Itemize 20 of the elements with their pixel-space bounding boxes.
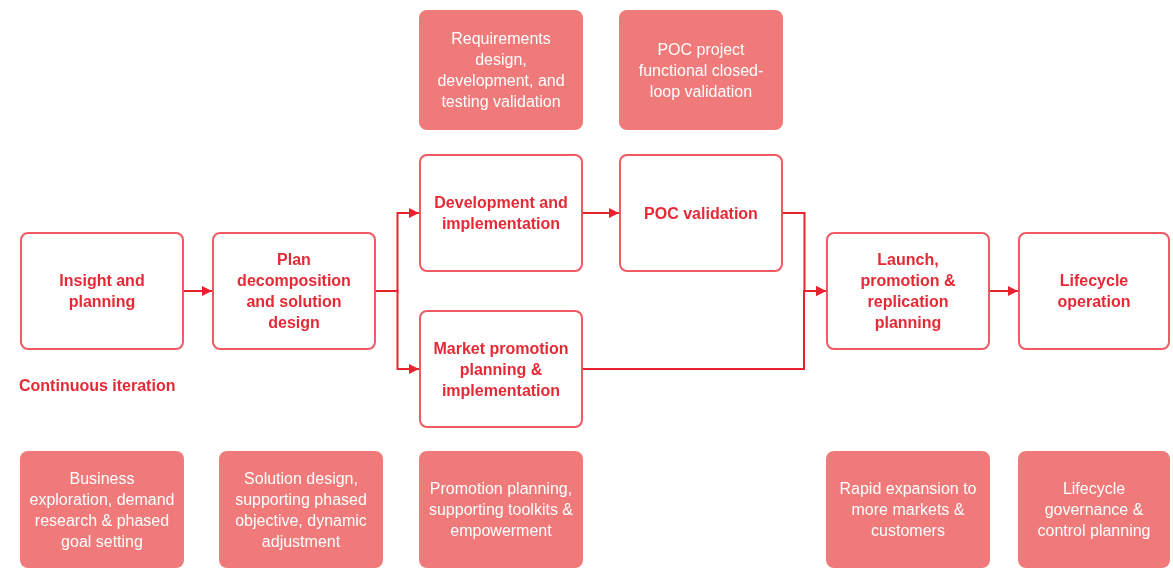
- note-box: Promotion planning, supporting toolkits & empowerment: [419, 451, 583, 568]
- arrow: [375, 290, 420, 374]
- note-box: Requirements design, development, and testing validation: [419, 10, 583, 130]
- arrow: [989, 286, 1019, 296]
- process-box: Plan decomposition and solution design: [212, 232, 376, 350]
- process-box: Launch, promotion & replication planning: [826, 232, 990, 350]
- note-box: Lifecycle governance & control planning: [1018, 451, 1170, 568]
- process-box: Development and implementation: [419, 154, 583, 272]
- note-text: Continuous iteration: [19, 376, 176, 396]
- process-box: Insight and planning: [20, 232, 184, 350]
- note-box: Rapid expansion to more markets & customers: [826, 451, 990, 568]
- note-box: Solution design, supporting phased objective, dynamic adjustment: [219, 451, 383, 568]
- process-box: POC validation: [619, 154, 783, 272]
- note-box: Business exploration, demand research & phased goal setting: [20, 451, 184, 568]
- arrow: [582, 286, 827, 370]
- process-box: Market promotion planning & implementation: [419, 310, 583, 428]
- process-box: Lifecycle operation: [1018, 232, 1170, 350]
- note-box: POC project functional closed-loop validation: [619, 10, 783, 130]
- arrow: [582, 208, 620, 218]
- arrow: [183, 286, 213, 296]
